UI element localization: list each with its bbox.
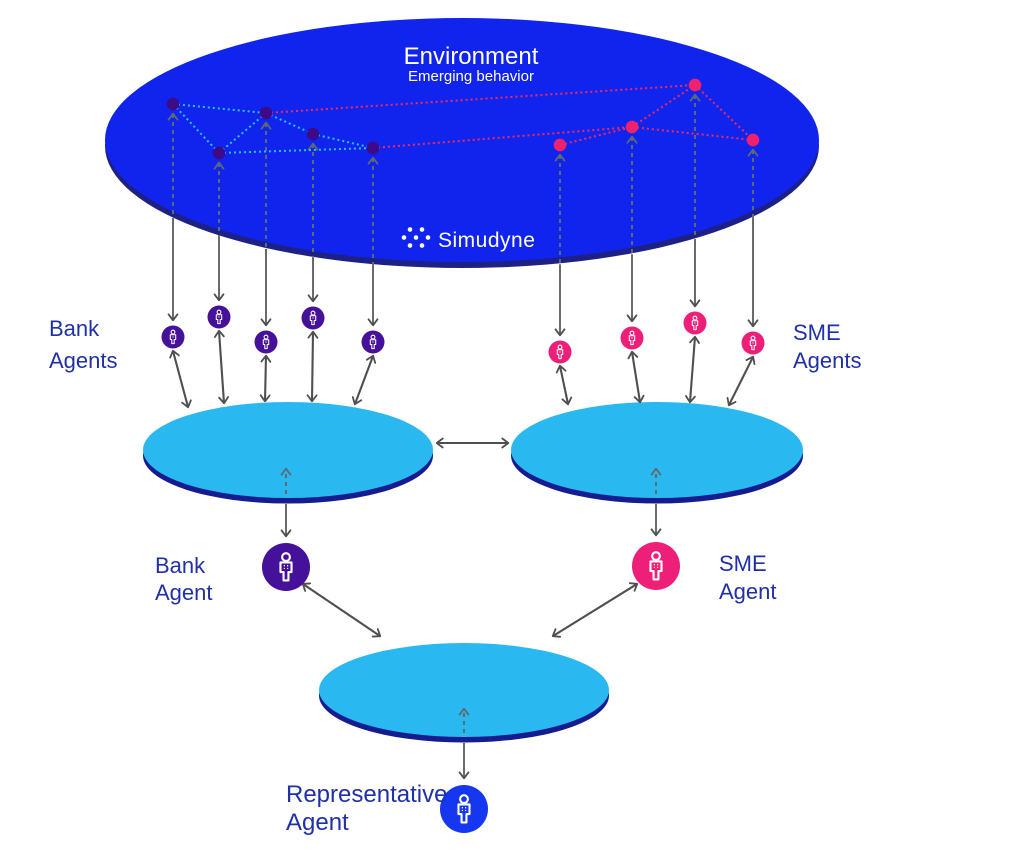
bank-network-edge [312,133,374,149]
sme-agent-label-line2: Agent [719,579,777,604]
bank-agent-label-line2: Agent [155,580,213,605]
sme-agent-circle [741,331,765,355]
sme-agent-icon [632,542,680,590]
representative-pool-ellipse [319,643,609,737]
representative-agent-icon [440,785,488,833]
cross-network-edge [372,126,633,149]
bank-agent-label: Bank Agent [155,553,213,605]
cross-network-edge [265,84,696,114]
representative-agent-label-line1: Representative [286,781,447,808]
sme-network-node-top [625,120,639,134]
bank-agent-icon-small [254,330,278,354]
environment-layer [105,18,819,268]
bank-network-edge [172,103,267,114]
bank-network-node-top [166,97,180,111]
environment-ellipse [105,18,819,262]
bank-network-node-top [212,146,226,160]
sme-pool-ellipse [511,402,803,498]
sme-agent-pool-arrow [685,335,700,404]
sme-network-node-top [746,133,760,147]
bank-network-edge [265,112,314,135]
bank-agent-icon [262,543,310,591]
sme-agent-circle [548,340,572,364]
sme-network-edge [559,126,633,146]
sme-agent-label: SME Agent [719,551,777,604]
bank-agent-pool-arrow [214,329,229,405]
bank-agent-circle [161,325,185,349]
networks-layer [166,78,760,160]
sme-agent-bottom-pool-arrow [551,582,639,638]
simudyne-logo-text: Simudyne [438,229,535,252]
bank-agent-pool-arrow [306,330,319,403]
sme-agent-circle [632,542,680,590]
representative-agent-label-line2: Agent [286,809,349,836]
bank-agent-circle [361,330,385,354]
arrows-layer [169,329,756,780]
bank-pool-ellipse [143,402,433,498]
agent-environment-links-layer [167,93,759,337]
agents-layer [161,305,765,833]
bank-network-edge [218,147,374,154]
sme-agent-icon-small [620,326,644,350]
bank-network-node-top [306,127,320,141]
bank-agent-icon-small [207,305,231,329]
sme-agent-circle [620,326,644,350]
sme-agent-icon-small [683,311,707,335]
representative-agent-circle [440,785,488,833]
sme-agent-pool-arrow [627,350,645,404]
environment-subtitle: Emerging behavior [408,68,534,85]
sme-network-edge [631,126,754,141]
bank-agent-pool-arrow [259,354,272,403]
environment-title: Environment [404,43,539,70]
sme-network-edge [694,84,754,141]
sme-agent-pool-arrow [726,355,756,407]
sme-network-node-top [688,78,702,92]
bank-agents-label: Bank Agents [49,316,118,373]
bank-agents-label-line1: Bank [49,316,100,341]
bank-agent-circle [262,543,310,591]
representative-agent-label: Representative Agent [286,781,447,836]
bank-agent-pool-arrow [169,349,192,409]
bank-network-edge [218,112,267,154]
bank-network-node-top [366,141,380,155]
sme-agent-icon-small [741,331,765,355]
bank-agent-bottom-pool-arrow [301,582,382,638]
pools-layer [143,402,803,743]
sme-agent-icon-small [548,340,572,364]
bank-agent-circle [207,305,231,329]
sme-agents-label-line1: SME [793,320,841,345]
bank-agents-label-line2: Agents [49,348,118,373]
simudyne-logo-icon [401,227,431,248]
sme-agents-label-line2: Agents [793,348,862,373]
bank-agent-icon-small [161,325,185,349]
bank-agent-circle [301,306,325,330]
sme-agent-circle [683,311,707,335]
simudyne-logo: Simudyne [401,227,535,252]
bank-agent-pool-arrow [351,354,377,406]
bank-agent-label-line1: Bank [155,553,206,578]
sme-agent-label-line1: SME [719,551,767,576]
bank-agent-circle [254,330,278,354]
bank-agent-icon-small [301,306,325,330]
sme-network-node-top [553,138,567,152]
bank-network-node-top [259,106,273,120]
sme-agent-pool-arrow [555,364,573,406]
bank-agent-icon-small [361,330,385,354]
sme-agents-label: SME Agents [793,320,862,373]
bank-network-edge [172,103,220,154]
